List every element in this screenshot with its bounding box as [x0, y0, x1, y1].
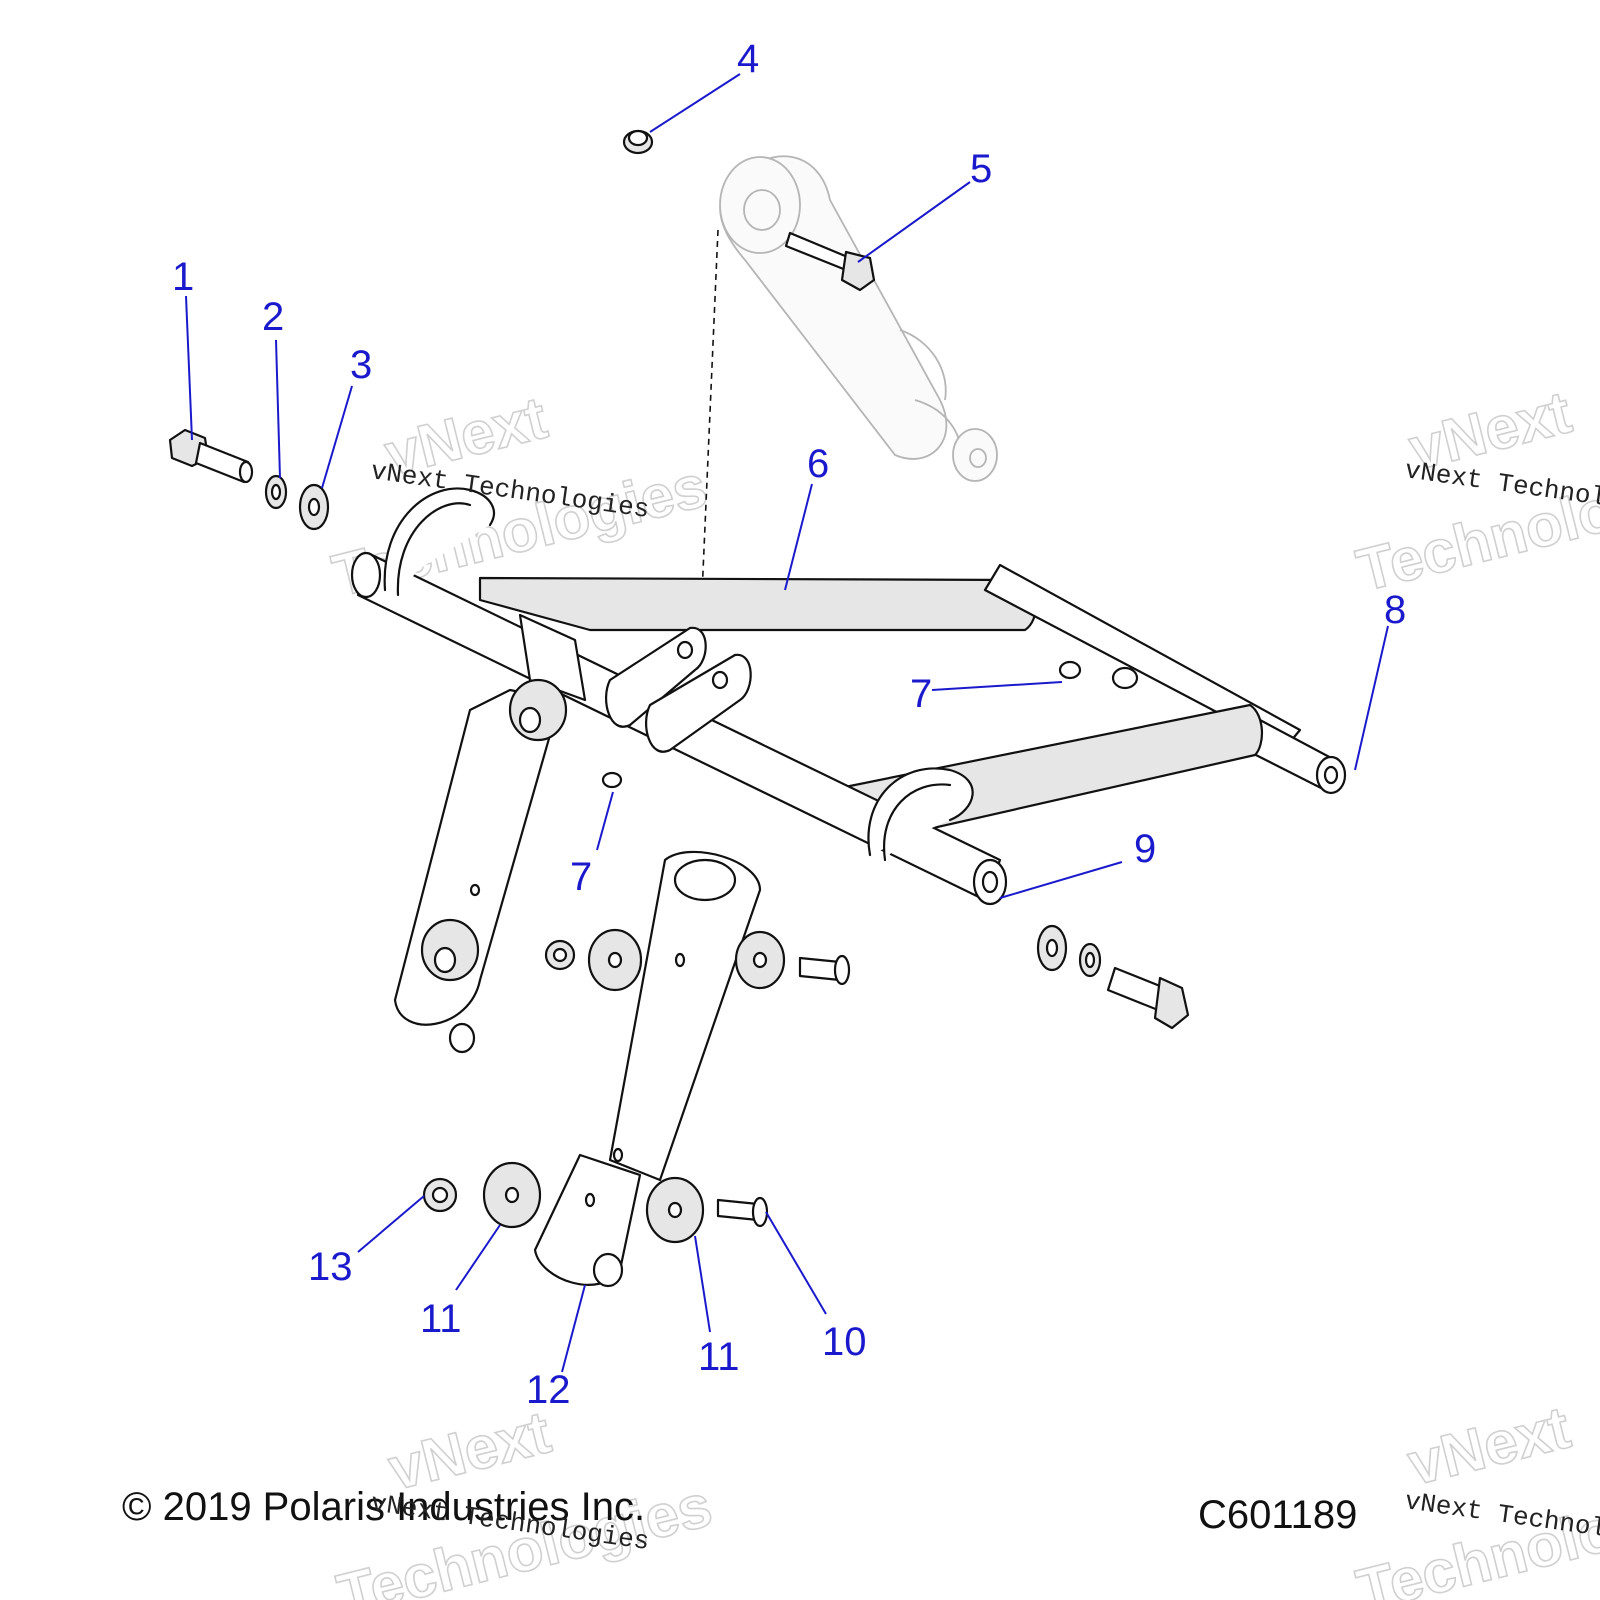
leader-lines: [185, 73, 1389, 1373]
lock-washer-part-2: [264, 474, 288, 510]
bolt-washer-part-9: [1036, 924, 1190, 1030]
callout-9: 9: [1134, 827, 1156, 871]
washer-part-3: [298, 483, 330, 531]
nut-part-4: [622, 129, 654, 155]
callout-3: 3: [350, 343, 372, 387]
callout-7-lower: 7: [570, 855, 592, 899]
lower-link-part-12: [533, 1147, 642, 1288]
callout-12: 12: [526, 1368, 571, 1412]
alignment-line: [699, 229, 719, 641]
watermark-bottom-right: vNext Technologies: [1350, 1393, 1600, 1600]
callout-13: 13: [308, 1245, 353, 1289]
bolt-part-5: [784, 231, 876, 292]
a-frame-arm-part-6: [350, 487, 1347, 906]
callout-7-upper: 7: [910, 672, 932, 716]
copyright-text: © 2019 Polaris Industries Inc.: [122, 1485, 645, 1529]
left-link-assembly: [393, 678, 568, 1054]
callout-6: 6: [807, 442, 829, 486]
callout-11-left: 11: [420, 1297, 462, 1341]
middle-link-assembly: [544, 850, 851, 1182]
callout-8: 8: [1384, 588, 1406, 632]
callout-1: 1: [172, 255, 194, 299]
diagram-code: C601189: [1198, 1493, 1357, 1537]
svg-text:vNext: vNext: [1401, 1393, 1576, 1498]
washer-part-11-left: [482, 1161, 542, 1229]
callout-11-right: 11: [698, 1335, 740, 1379]
callout-2: 2: [262, 295, 284, 339]
washer-part-11-right: [645, 1176, 705, 1244]
callout-5: 5: [970, 147, 992, 191]
callout-10: 10: [822, 1320, 867, 1364]
callout-labels: 1 2 3 4 5 6 7 7 8 9 10 11 11 12 13: [172, 37, 1406, 1412]
nut-part-13: [422, 1177, 458, 1213]
bolt-part-1: [168, 428, 254, 484]
callout-4: 4: [737, 37, 759, 81]
watermark-bottom-left: vNext Technologies: [330, 1398, 719, 1600]
shock-absorber-ghost: [719, 155, 998, 482]
bolt-part-10: [716, 1196, 769, 1228]
